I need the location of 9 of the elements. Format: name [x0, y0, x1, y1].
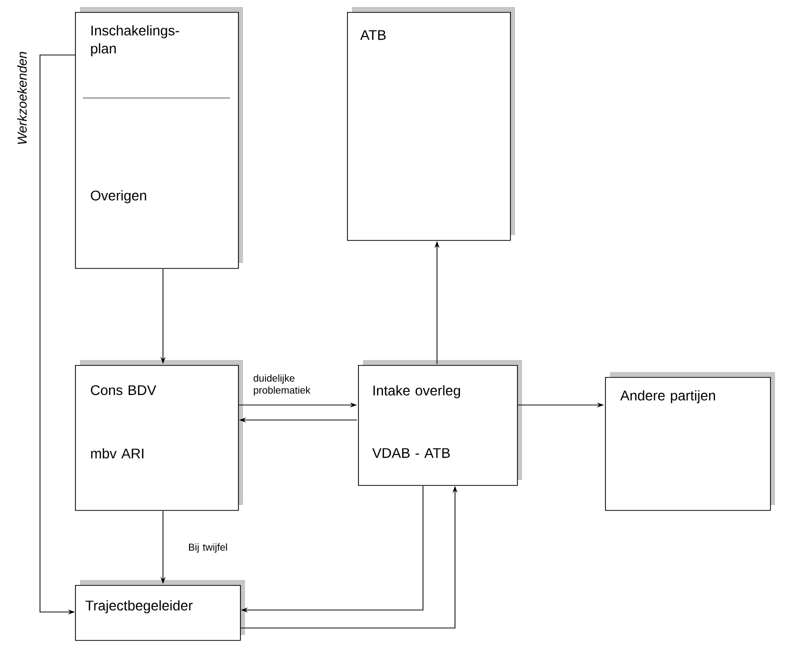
process-box: Cons BDV mbv ARI	[75, 360, 243, 511]
process-box: Intake overleg VDAB - ATB	[358, 360, 522, 486]
edge-label: Bij twijfel	[189, 543, 227, 553]
process-box: ATB	[347, 7, 515, 241]
process-box: Trajectbegeleider	[75, 580, 245, 641]
edge-label: Werkzoekenden	[17, 52, 27, 144]
process-box: Andere partijen	[605, 372, 775, 511]
process-box: Inschakelings- plan Overigen	[75, 7, 243, 269]
edge-label: duidelijke problematiek	[254, 374, 310, 396]
